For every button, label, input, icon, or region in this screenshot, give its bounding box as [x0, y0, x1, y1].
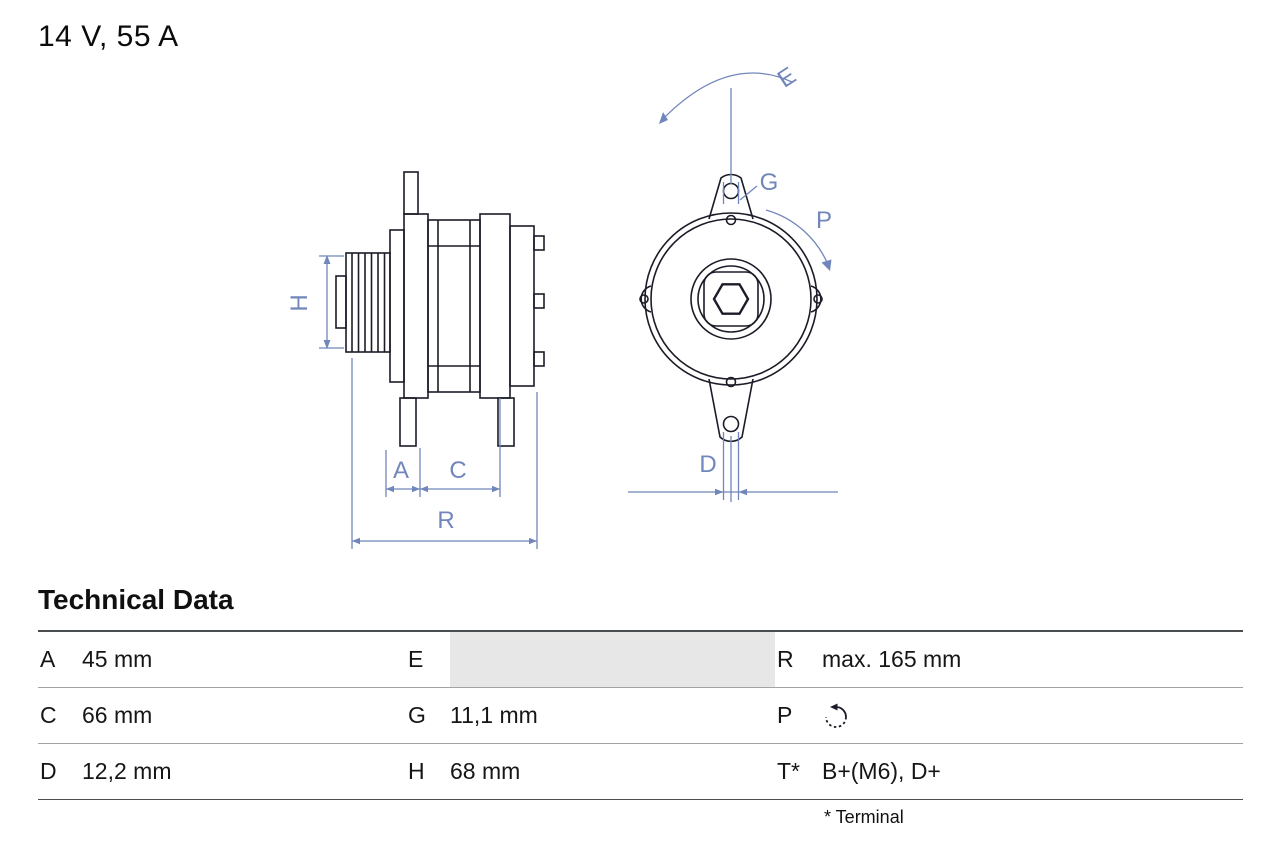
- alternator-front-view: [639, 173, 823, 443]
- dim-label-e: E: [773, 62, 801, 93]
- dim-key-r: R: [777, 646, 794, 672]
- dimension-letters: H A C R E G P D: [286, 62, 832, 534]
- dim-value-h: 68 mm: [450, 758, 521, 784]
- table-row: D 12,2 mm H 68 mm T* B+(M6), D+: [38, 744, 1243, 799]
- dim-label-h: H: [286, 294, 313, 311]
- dim-key-g: G: [408, 702, 426, 728]
- dim-label-d: D: [699, 451, 716, 478]
- electrical-rating: 14 V, 55 A: [38, 20, 179, 53]
- alternator-side-view: [335, 171, 545, 447]
- dim-key-c: C: [40, 702, 57, 728]
- technical-data-section: Technical Data A 45 mm E R max. 165 mm C: [38, 584, 1243, 828]
- dim-value-a: 45 mm: [82, 646, 153, 672]
- dim-label-c: C: [449, 457, 466, 484]
- rotation-direction-icon: [825, 703, 847, 728]
- dim-key-e: E: [408, 646, 424, 672]
- dim-label-p: P: [816, 207, 832, 234]
- technical-data-title: Technical Data: [38, 584, 234, 615]
- dim-key-t: T*: [777, 758, 800, 784]
- technical-data-table: A 45 mm E R max. 165 mm C 66 mm G: [38, 630, 1243, 800]
- dim-label-g: G: [760, 169, 779, 196]
- dim-value-e: [450, 632, 775, 687]
- terminal-footnote: * Terminal: [824, 807, 904, 827]
- dim-value-c: 66 mm: [82, 702, 153, 728]
- dim-key-p: P: [777, 702, 793, 728]
- dim-label-a: A: [393, 457, 409, 484]
- dimension-lines: [319, 72, 838, 549]
- dim-value-t: B+(M6), D+: [822, 758, 941, 784]
- dim-label-r: R: [437, 507, 454, 534]
- dim-value-d: 12,2 mm: [82, 758, 172, 784]
- dimension-arrowheads: [323, 112, 832, 545]
- shaft-hex-socket: [712, 283, 750, 315]
- dim-key-h: H: [408, 758, 425, 784]
- table-row: A 45 mm E R max. 165 mm: [38, 632, 1243, 688]
- technical-drawing: H A C R E G P D: [286, 62, 838, 549]
- dim-value-p: [822, 688, 1243, 743]
- dim-value-g: 11,1 mm: [450, 702, 538, 728]
- dim-key-a: A: [40, 646, 56, 672]
- dim-value-r: max. 165 mm: [822, 646, 962, 672]
- table-row: C 66 mm G 11,1 mm P: [38, 688, 1243, 744]
- dim-key-d: D: [40, 758, 57, 784]
